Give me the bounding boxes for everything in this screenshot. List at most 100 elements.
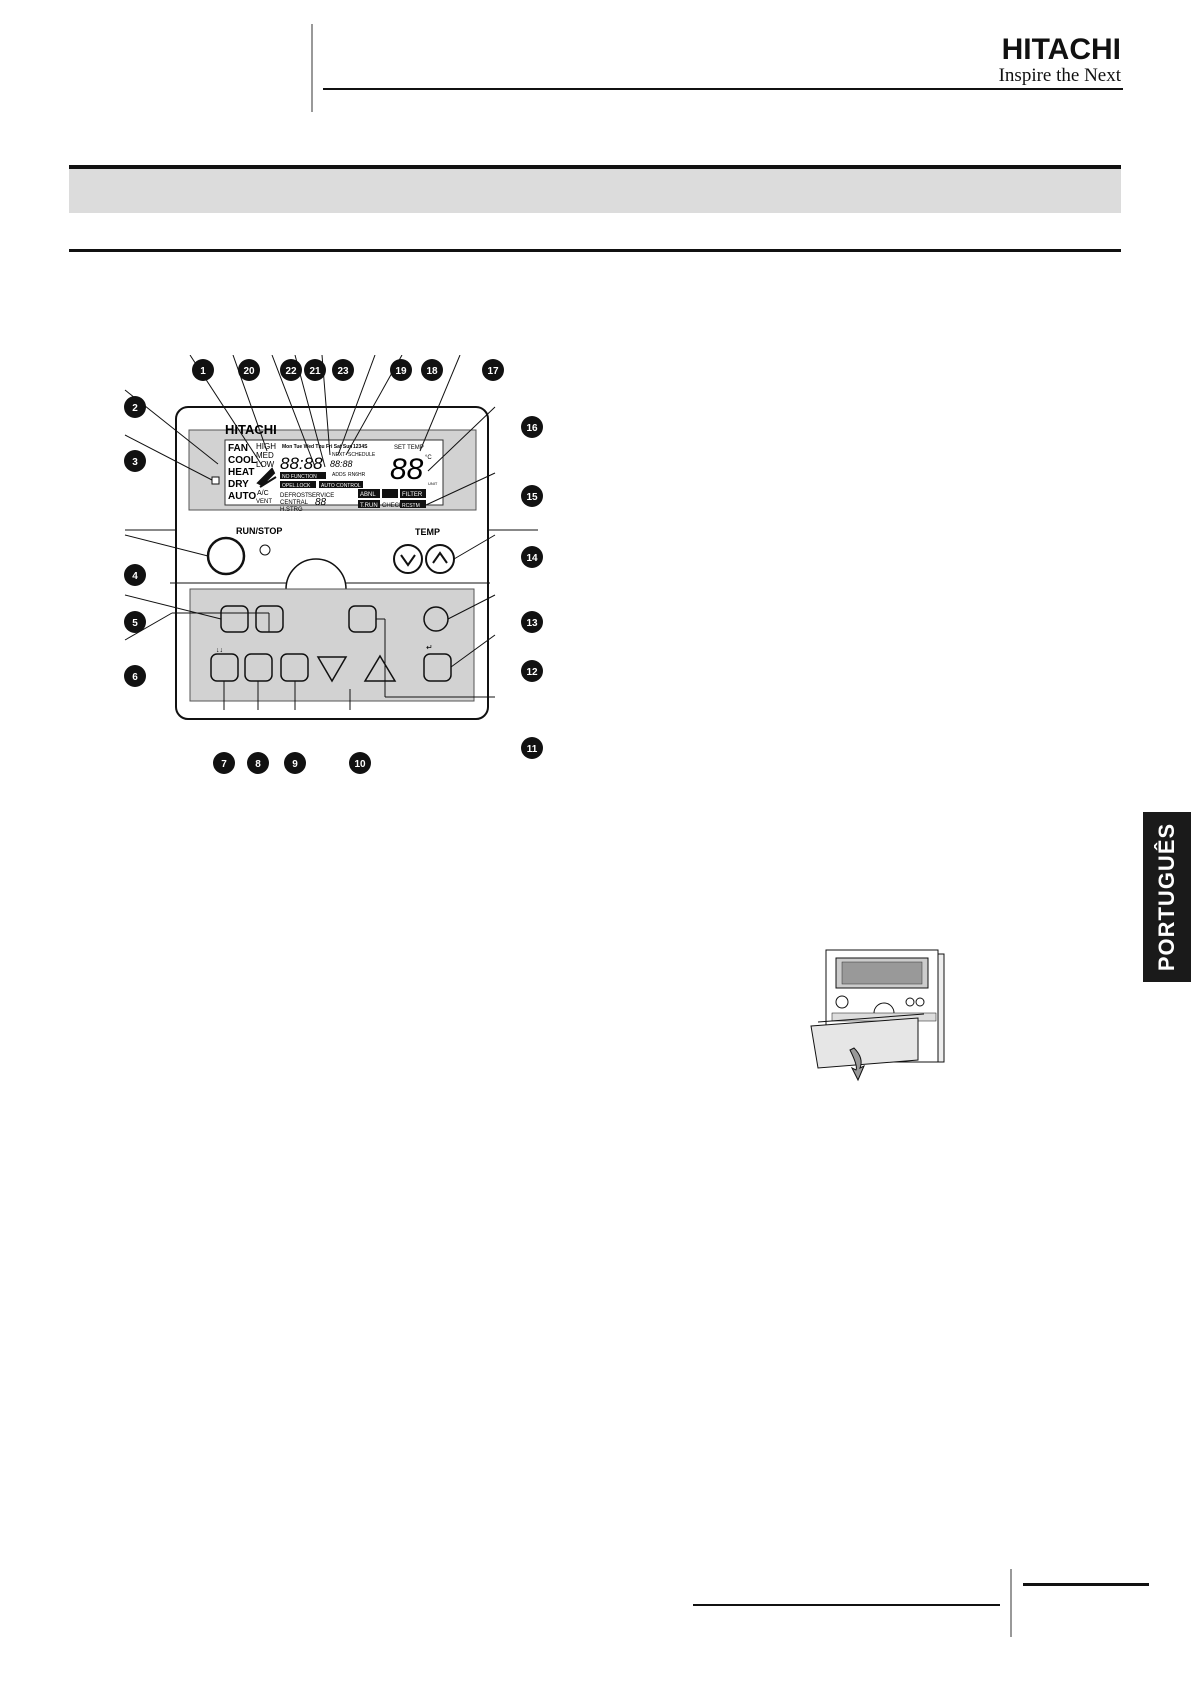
callout-10: 10 xyxy=(349,752,371,774)
callout-1: 1 xyxy=(192,359,214,381)
svg-text:20: 20 xyxy=(243,366,255,377)
callout-15: 15 xyxy=(521,485,543,507)
button-8[interactable] xyxy=(244,653,273,682)
lcd-central: CENTRAL xyxy=(280,500,309,506)
up-triangle-button[interactable] xyxy=(363,654,397,682)
run-stop-button[interactable] xyxy=(206,536,246,576)
return-mark: ↵ xyxy=(426,643,433,652)
brand-name: HITACHI xyxy=(1001,33,1121,66)
callout-21: 21 xyxy=(304,359,326,381)
lcd-service: SERVICE xyxy=(308,493,334,499)
callout-9: 9 xyxy=(284,752,306,774)
callout-12: 12 xyxy=(521,660,543,682)
callout-8: 8 xyxy=(247,752,269,774)
lcd-abnl-bg xyxy=(358,489,380,498)
temp-down-button[interactable] xyxy=(393,544,423,574)
lcd-modes: FAN COOL HEAT DRY AUTO xyxy=(228,443,257,502)
callout-20: 20 xyxy=(238,359,260,381)
lcd-mode-cool: COOL xyxy=(228,455,257,466)
lcd-abnl: ABNL xyxy=(360,492,376,498)
mini-open-cover xyxy=(810,1017,919,1069)
remote-controller-diagram: HITACHI FAN COOL HEAT DRY AUTO HIGH MED … xyxy=(124,355,543,774)
temp-label: TEMP xyxy=(415,527,440,537)
footer-vertical-rule xyxy=(1010,1569,1012,1637)
lcd-small-digits: 88:88 xyxy=(330,459,353,469)
footer-rule-left xyxy=(693,1604,1000,1606)
section-bottom-rule xyxy=(69,249,1121,252)
button-7[interactable] xyxy=(210,653,239,682)
mini-run-button xyxy=(835,995,849,1009)
callout-14: 14 xyxy=(521,546,543,568)
lcd-mode-dry: DRY xyxy=(228,479,249,490)
lcd-rnhr: RN6HR xyxy=(348,472,366,478)
chevron-down-icon xyxy=(400,554,416,567)
mini-temp-up xyxy=(915,997,925,1007)
temp-up-button[interactable] xyxy=(425,544,455,574)
lcd-service-digits: 88 xyxy=(315,497,327,508)
louver-icon xyxy=(256,467,277,488)
svg-text:18: 18 xyxy=(426,366,438,377)
lcd-defrost: DEFROST xyxy=(280,493,309,499)
lcd-unit: °C xyxy=(425,455,432,461)
lcd-h-strg: H.STRG xyxy=(280,507,303,513)
svg-text:7: 7 xyxy=(221,759,227,770)
button-9[interactable] xyxy=(280,653,309,682)
svg-text:3: 3 xyxy=(132,457,138,468)
lcd-temp-digits: 88 xyxy=(390,453,424,486)
svg-text:12: 12 xyxy=(526,667,538,678)
lcd-rcstmp: RCSTM xyxy=(402,503,420,509)
callout-22: 22 xyxy=(280,359,302,381)
lcd-no-function: NO FUNCTION xyxy=(282,474,317,480)
lcd-ac: A/C xyxy=(257,490,269,497)
lcd-trun-bg xyxy=(358,500,380,508)
swing-mark: ↓↓ xyxy=(216,647,223,654)
svg-text:5: 5 xyxy=(132,618,138,629)
language-tab[interactable]: PORTUGUÊS xyxy=(1143,812,1191,982)
callout-6: 6 xyxy=(124,665,146,687)
callout-7: 7 xyxy=(213,752,235,774)
footer-rule-right xyxy=(1023,1583,1149,1586)
callout-16: 16 xyxy=(521,416,543,438)
down-triangle-button[interactable] xyxy=(316,656,348,683)
lcd-speed-med: MED xyxy=(256,451,274,460)
button-12[interactable] xyxy=(423,653,452,682)
lcd-speed-high: HIGH xyxy=(256,442,276,451)
button-5[interactable] xyxy=(220,605,249,633)
lcd-mode-auto: AUTO xyxy=(228,491,256,502)
svg-text:21: 21 xyxy=(309,366,321,377)
lcd-addr: ADDS xyxy=(332,472,347,478)
svg-text:22: 22 xyxy=(285,366,297,377)
lcd-opel-lock: OPEL.LOCK xyxy=(282,483,311,489)
lcd-vent: VENT xyxy=(256,499,272,505)
callout-2: 2 xyxy=(124,396,146,418)
brand-tagline: Inspire the Next xyxy=(998,65,1121,86)
mini-lcd-screen xyxy=(841,961,923,985)
lcd-filter: FILTER xyxy=(402,492,423,498)
callout-3: 3 xyxy=(124,450,146,472)
svg-text:1: 1 xyxy=(200,366,206,377)
lcd-indicator-bg xyxy=(382,489,398,498)
lcd-trun: T.RUN xyxy=(360,503,378,509)
header-horizontal-rule xyxy=(323,88,1123,90)
lcd-check: CHECK xyxy=(382,503,403,509)
callout-23: 23 xyxy=(332,359,354,381)
svg-text:11: 11 xyxy=(527,744,538,755)
callout-badges: 1 20 22 21 23 19 18 17 2 16 3 15 4 14 5 … xyxy=(124,359,543,774)
lcd-opel-lock-bg xyxy=(280,481,316,488)
mini-temp-down xyxy=(905,997,915,1007)
callout-13: 13 xyxy=(521,611,543,633)
svg-text:23: 23 xyxy=(337,366,349,377)
brand-logo: HITACHI Inspire the Next xyxy=(999,34,1121,86)
svg-text:9: 9 xyxy=(292,759,298,770)
lcd-auto-control-bg xyxy=(319,481,363,488)
svg-text:19: 19 xyxy=(395,366,407,377)
button-11[interactable] xyxy=(348,605,377,633)
cover-thumb-notch xyxy=(285,558,347,590)
lcd-auto-control: AUTO CONTROL xyxy=(321,483,361,489)
lcd-schedule-digits: 1234S xyxy=(353,444,368,450)
svg-text:13: 13 xyxy=(526,618,538,629)
button-13[interactable] xyxy=(423,606,449,632)
mini-cover-hinge xyxy=(817,1013,925,1023)
section-title-band xyxy=(69,165,1121,213)
header-vertical-rule xyxy=(311,24,313,112)
